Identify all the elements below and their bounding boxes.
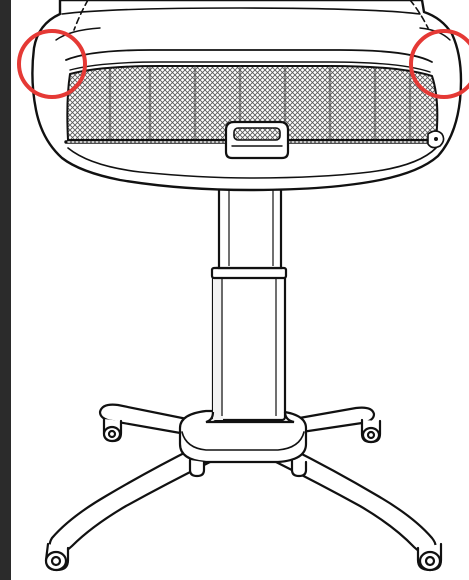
carry-handle	[224, 120, 290, 160]
caster-back-right	[360, 418, 382, 444]
caster-front-right	[416, 542, 443, 572]
right-attachment-point-callout	[409, 29, 469, 99]
leg-front-left	[48, 445, 212, 554]
column-upper	[217, 185, 283, 270]
base	[44, 403, 443, 572]
bassinet	[31, 0, 463, 192]
attachment-guide-left	[73, 0, 89, 31]
caster-back-left	[102, 417, 123, 443]
hub-foot-left	[188, 458, 206, 478]
left-attachment-point-callout	[17, 29, 87, 99]
attachment-guide-right	[409, 0, 429, 29]
column-collar	[210, 266, 288, 280]
left-frame-bar	[0, 0, 11, 580]
caster-front-left	[44, 542, 70, 572]
column	[205, 185, 295, 424]
mesh-panel	[66, 65, 439, 141]
hub-foot-right	[290, 458, 308, 478]
column-lower	[211, 266, 287, 422]
